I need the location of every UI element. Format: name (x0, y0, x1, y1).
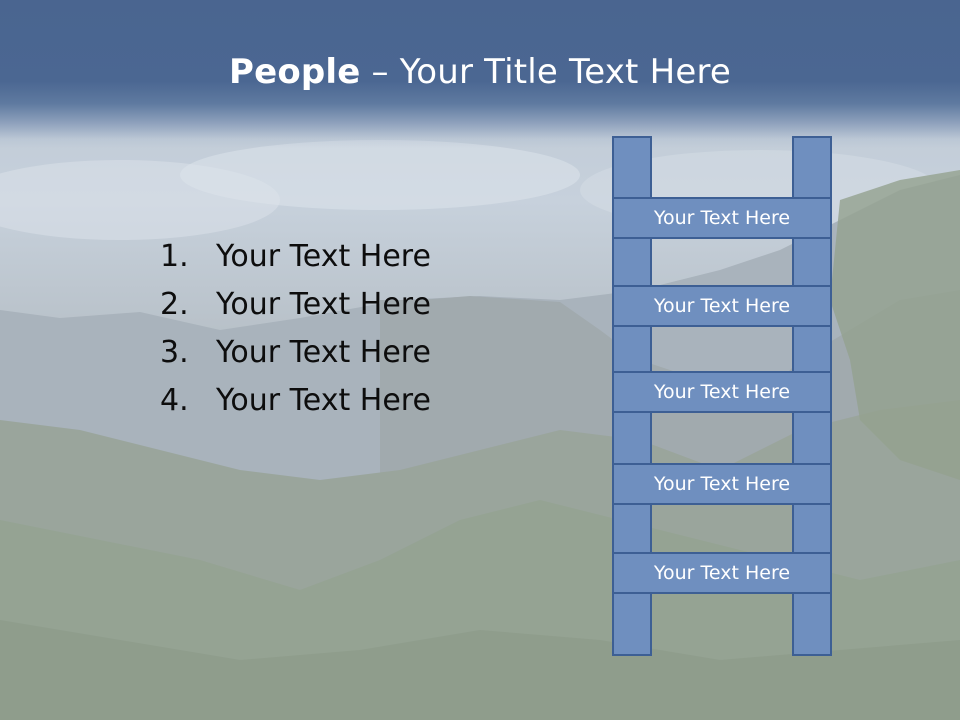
list-number: 2. (160, 286, 189, 322)
title-bar (0, 0, 960, 148)
list-number: 4. (160, 382, 189, 418)
title-rest: – Your Title Text Here (360, 52, 732, 92)
list-number: 1. (160, 238, 189, 274)
list-item: 4. Your Text Here (160, 376, 431, 424)
list-number: 3. (160, 334, 189, 370)
list-item: 2. Your Text Here (160, 280, 431, 328)
slide-title[interactable]: People – Your Title Text Here (0, 52, 960, 92)
title-bold-word: People (228, 52, 361, 92)
ladder-rung-1[interactable]: Your Text Here (612, 197, 832, 239)
list-item-text: Your Text Here (216, 382, 431, 418)
ladder-rung-5[interactable]: Your Text Here (612, 552, 832, 594)
list-item: 3. Your Text Here (160, 328, 431, 376)
list-item: 1. Your Text Here (160, 232, 431, 280)
ladder-rung-4[interactable]: Your Text Here (612, 463, 832, 505)
list-item-text: Your Text Here (216, 238, 431, 274)
list-item-text: Your Text Here (216, 286, 431, 322)
numbered-list[interactable]: 1. Your Text Here 2. Your Text Here 3. Y… (160, 232, 431, 424)
list-item-text: Your Text Here (216, 334, 431, 370)
ladder-rung-2[interactable]: Your Text Here (612, 285, 832, 327)
ladder-rung-3[interactable]: Your Text Here (612, 371, 832, 413)
